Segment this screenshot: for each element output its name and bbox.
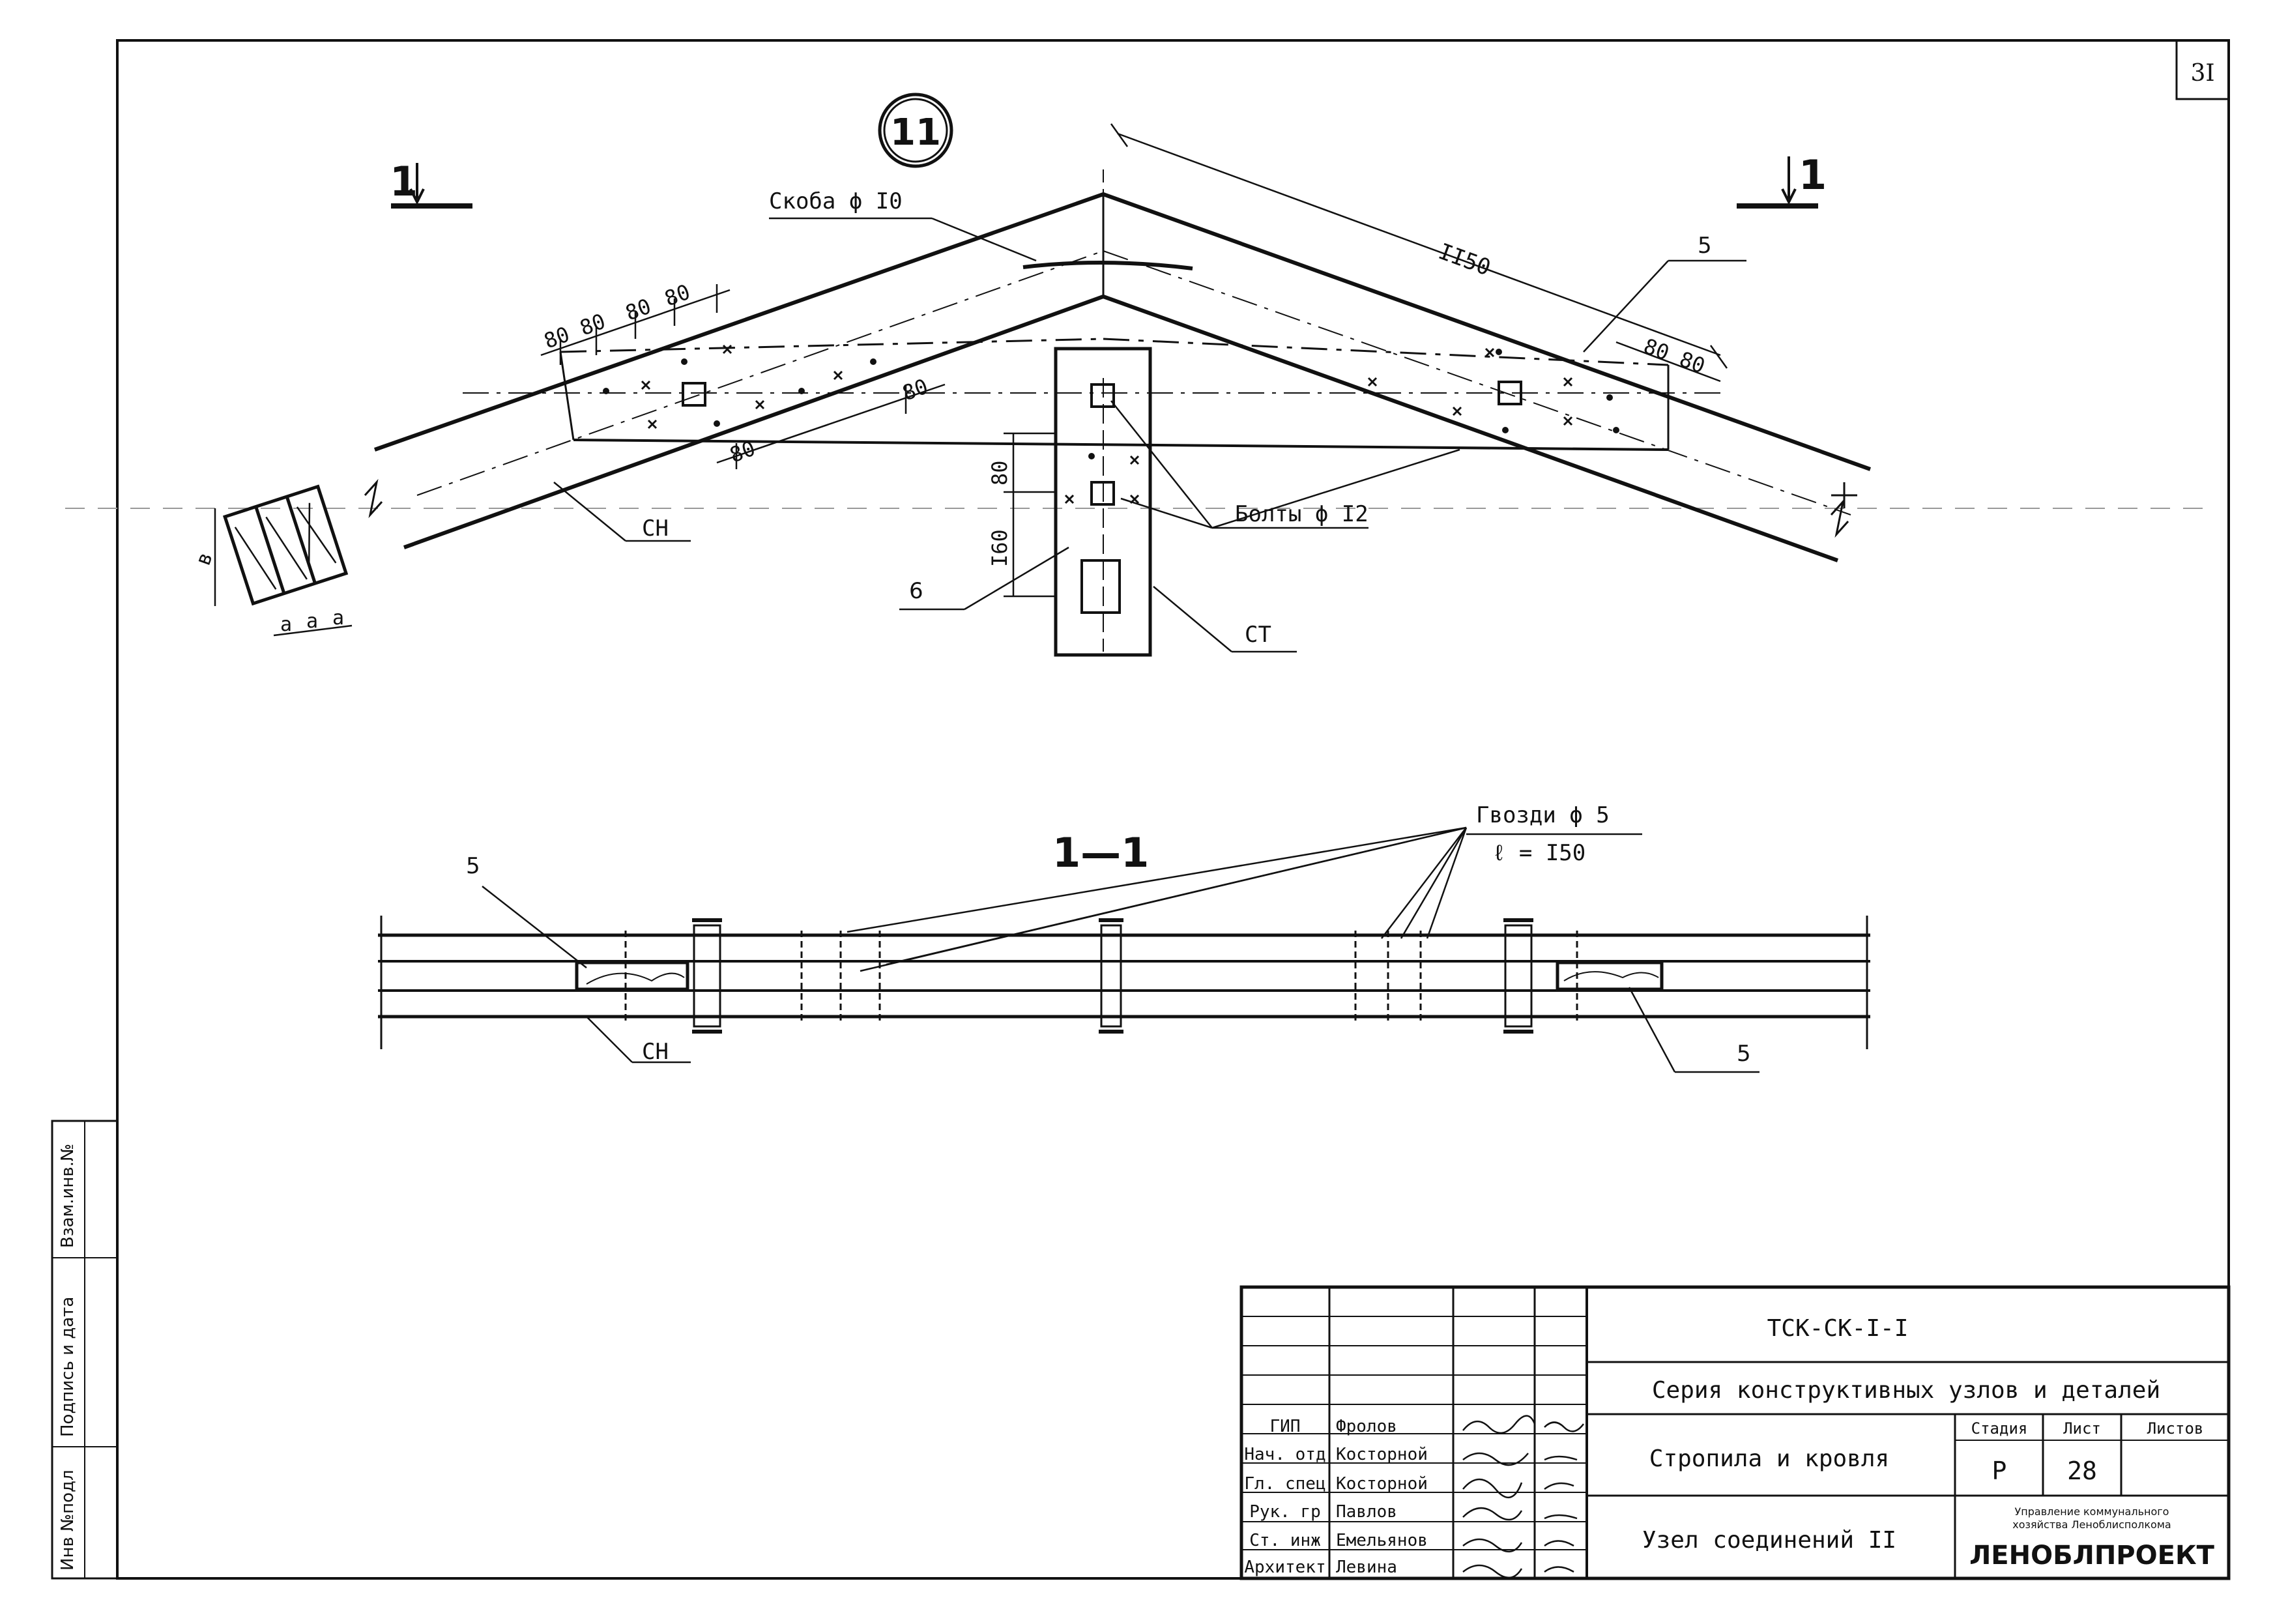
- staff-role-2: Нач. отд: [1244, 1445, 1325, 1464]
- rafter-length-dim: II50: [1435, 239, 1494, 282]
- staff-role-5: Ст. инж: [1249, 1531, 1321, 1550]
- series-title: Серия конструктивных узлов и деталей: [1652, 1377, 2160, 1404]
- section-mark-left-label: 1: [390, 158, 418, 205]
- section-mark-right-label: 1: [1799, 151, 1827, 199]
- staff-name-4: Павлов: [1336, 1502, 1397, 1522]
- ridge-node-drawing: [364, 169, 1872, 657]
- spacing-dim-5: 80: [899, 374, 931, 406]
- staff-name-1: Фролов: [1336, 1417, 1397, 1436]
- sheet-number: 3I: [2190, 60, 2214, 87]
- section-width-dim: в: [190, 549, 218, 569]
- item-6-callout: 6: [909, 578, 923, 604]
- staff-role-1: ГИП: [1270, 1417, 1301, 1436]
- section-part-dim-3: a: [332, 607, 344, 630]
- ridge-node-labels: 11 Скоба ϕ I0 II50 5 Болты ϕ I2 СН СТ 6 …: [190, 93, 1712, 648]
- section-1-1-drawing: [378, 826, 1870, 1073]
- sheet-title: Узел соединений II: [1642, 1527, 1896, 1554]
- rafter-cross-section: [222, 484, 349, 606]
- spacing-dim-4: 80: [661, 280, 693, 312]
- section-part-dim-2: a: [306, 610, 318, 633]
- item-5-callout-left: 5: [466, 853, 480, 879]
- bolts-callout: Болты ϕ I2: [1235, 501, 1368, 527]
- document-code: ТСК-СК-I-I: [1767, 1315, 1909, 1342]
- post-dim-lower: I60: [987, 529, 1012, 567]
- sheet-value: 28: [2067, 1457, 2097, 1485]
- staff-role-4: Рук. гр: [1249, 1502, 1321, 1522]
- title-block: [1239, 1285, 2231, 1580]
- rafter-label-section: СН: [642, 1039, 669, 1065]
- nail-length-callout: ℓ = I50: [1492, 840, 1586, 866]
- node-number: 11: [890, 111, 941, 154]
- side-stamp-signature: Подпись и дата: [58, 1297, 78, 1437]
- post-dim-upper: 80: [987, 460, 1012, 486]
- section-part-dim-1: a: [280, 613, 292, 636]
- spacing-dim-8: 80: [1676, 347, 1708, 379]
- side-stamp: Взам.инв.№ Подпись и дата Инв №подл: [51, 1120, 119, 1580]
- spacing-dim-2: 80: [577, 309, 609, 341]
- section-1-1-labels: 1—1 Гвозди ϕ 5 ℓ = I50 5 5 СН: [466, 802, 1751, 1067]
- stage-header: Стадия: [1971, 1419, 2028, 1438]
- title-block-text: ТСК-СК-I-I Серия конструктивных узлов и …: [1244, 1315, 2215, 1578]
- bracket-callout: Скоба ϕ I0: [769, 188, 903, 214]
- sheet-number-box: 3I: [2175, 39, 2230, 100]
- staff-name-5: Емельянов: [1336, 1531, 1428, 1550]
- signatures: [1462, 1415, 1584, 1578]
- leader-lines: [553, 217, 1746, 653]
- staff-name-3: Косторной: [1336, 1474, 1428, 1494]
- org-name: ЛЕНОБЛПРОЕКТ: [1969, 1541, 2215, 1571]
- item-5-callout-right: 5: [1737, 1041, 1751, 1067]
- side-stamp-replace-inv: Взам.инв.№: [58, 1144, 78, 1248]
- item-5-callout-top: 5: [1698, 233, 1712, 259]
- post-label: СТ: [1245, 622, 1271, 648]
- dimension-lines: [214, 123, 1728, 637]
- sheet-frame: [116, 39, 2230, 1580]
- staff-role-3: Гл. спец: [1244, 1474, 1325, 1494]
- sheets-header: Листов: [2147, 1419, 2204, 1438]
- rafter-label-top: СН: [642, 515, 669, 542]
- section-mark-right: 1: [1737, 151, 1827, 209]
- staff-role-6: Архитект: [1244, 1558, 1325, 1577]
- side-stamp-inv-no: Инв №подл: [58, 1470, 78, 1571]
- spacing-dim-3: 80: [622, 294, 654, 326]
- sheet-header: Лист: [2063, 1419, 2101, 1438]
- section-title: 1—1: [1052, 829, 1149, 877]
- org-line-1: Управление коммунального: [2015, 1505, 2169, 1518]
- section-mark-left: 1: [390, 158, 472, 209]
- nails-callout: Гвозди ϕ 5: [1476, 802, 1610, 828]
- staff-name-6: Левина: [1336, 1558, 1397, 1577]
- staff-name-2: Косторной: [1336, 1445, 1428, 1464]
- section-name: Стропила и кровля: [1649, 1445, 1889, 1472]
- org-line-2: хозяйства Леноблисполкома: [2012, 1518, 2171, 1531]
- spacing-dim-1: 80: [541, 322, 573, 354]
- stage-value: Р: [1992, 1457, 2007, 1485]
